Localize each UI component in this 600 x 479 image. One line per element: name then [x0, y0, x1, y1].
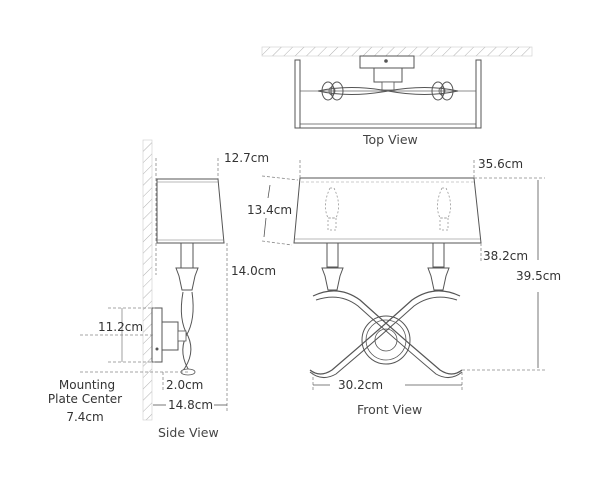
top-view [261, 46, 533, 129]
dim-shade-bottom-width: 38.2cm [483, 249, 529, 263]
mounting-plate-label-2: Plate Center [47, 392, 123, 406]
dim-side-shade-top: 12.7cm [224, 151, 270, 165]
front-dimension-arrows [263, 180, 539, 386]
dim-backplate-depth: 2.0cm [166, 378, 204, 392]
dim-overall-height: 39.5cm [516, 269, 562, 283]
dim-mounting-plate-center: 7.4cm [66, 410, 104, 424]
side-view-title: Side View [158, 425, 219, 440]
dim-shade-top-width: 35.6cm [478, 157, 524, 171]
dim-backplate-height: 11.2cm [98, 320, 144, 334]
dim-arm-width: 30.2cm [338, 378, 384, 392]
dim-shade-height: 13.4cm [247, 203, 293, 217]
front-view [293, 177, 482, 378]
dim-side-bottom: 14.0cm [231, 264, 277, 278]
dim-overall-depth: 14.8cm [168, 398, 214, 412]
side-view [142, 139, 225, 421]
front-dimension-lines [261, 160, 545, 390]
top-view-title: Top View [363, 132, 418, 147]
front-view-title: Front View [357, 402, 423, 417]
side-dimension-lines [80, 158, 228, 412]
mounting-plate-label-1: Mounting [58, 378, 116, 392]
